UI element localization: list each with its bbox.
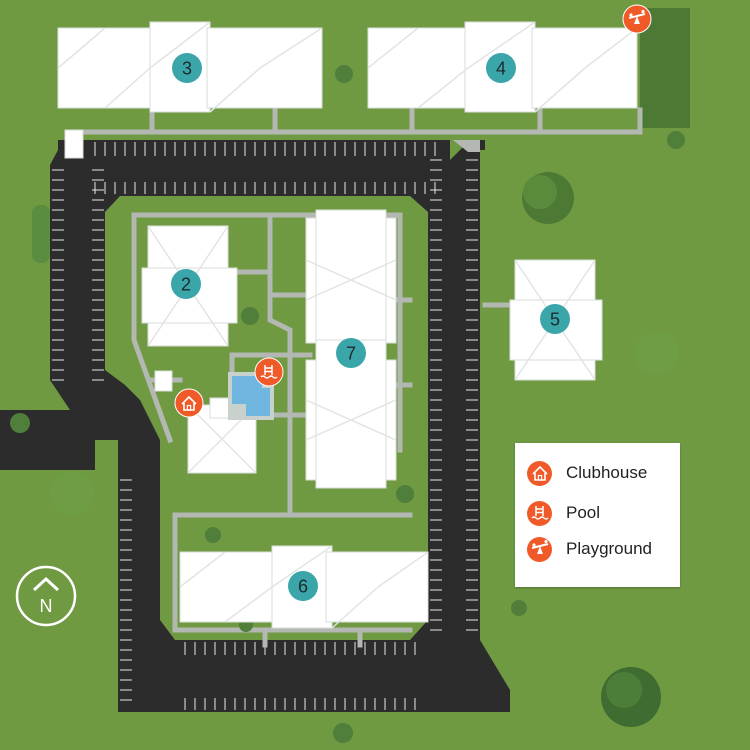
building-marker-4[interactable]: 4 xyxy=(486,53,516,83)
trees xyxy=(10,65,685,743)
shrub xyxy=(205,527,221,543)
shrub xyxy=(511,600,527,616)
north-label: N xyxy=(40,596,53,616)
building-marker-7[interactable]: 7 xyxy=(336,338,366,368)
clubhouse-marker[interactable] xyxy=(174,388,204,418)
building-6 xyxy=(179,545,429,629)
tree xyxy=(50,471,94,515)
building-marker-2[interactable]: 2 xyxy=(171,269,201,299)
house-icon xyxy=(527,460,552,486)
svg-text:5: 5 xyxy=(550,310,560,330)
north-compass: N xyxy=(15,565,77,627)
svg-text:3: 3 xyxy=(182,59,192,79)
legend-label: Clubhouse xyxy=(566,463,648,482)
svg-text:6: 6 xyxy=(298,577,308,597)
legend-item-clubhouse: Clubhouse xyxy=(527,458,647,488)
building-marker-5[interactable]: 5 xyxy=(540,304,570,334)
svg-text:4: 4 xyxy=(496,59,506,79)
playground-marker[interactable] xyxy=(622,4,652,34)
legend: Clubhouse Pool Playground xyxy=(515,443,680,587)
legend-item-playground: Playground xyxy=(527,534,652,564)
building-marker-6[interactable]: 6 xyxy=(288,571,318,601)
hedge xyxy=(32,205,50,263)
legend-label: Playground xyxy=(566,539,653,558)
building-marker-3[interactable]: 3 xyxy=(172,53,202,83)
tree xyxy=(635,331,679,375)
svg-text:7: 7 xyxy=(346,344,356,364)
legend-item-pool: Pool xyxy=(527,498,600,528)
shrub xyxy=(333,723,353,743)
north-arrow-icon xyxy=(32,576,60,592)
legend-label: Pool xyxy=(566,503,601,522)
svg-text:2: 2 xyxy=(181,275,191,295)
shrub xyxy=(241,307,259,325)
shrub xyxy=(667,131,685,149)
shrub xyxy=(335,65,353,83)
parking-stall-lines xyxy=(52,142,478,710)
shrub xyxy=(396,485,414,503)
sidewalk-corner xyxy=(453,140,480,152)
building-3 xyxy=(57,21,323,113)
seesaw-icon xyxy=(527,536,552,562)
shrub xyxy=(10,413,30,433)
pool-ladder-icon xyxy=(527,500,552,526)
pool-marker[interactable] xyxy=(254,357,284,387)
shed xyxy=(64,129,84,159)
